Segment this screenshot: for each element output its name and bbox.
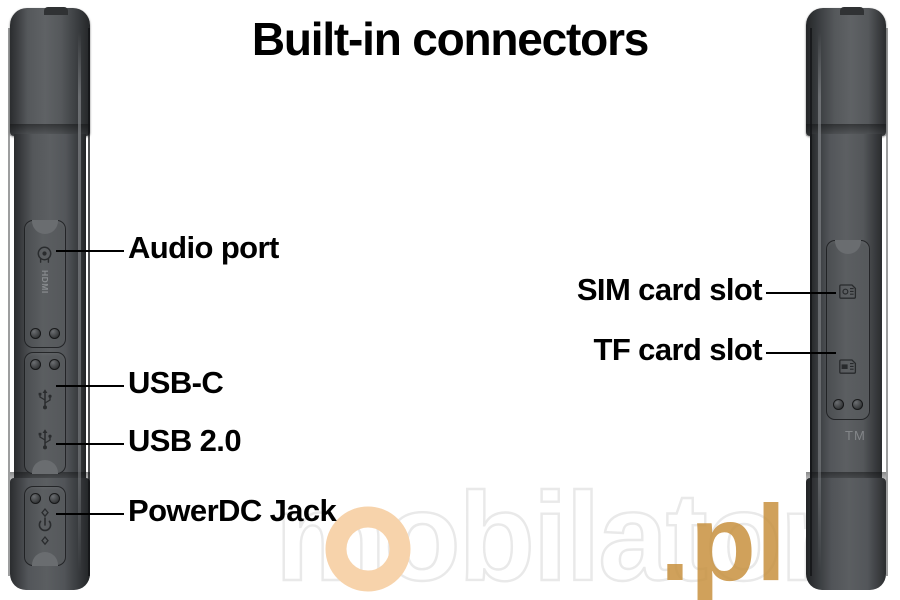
device-edge-shadow	[810, 28, 812, 576]
panel-screw	[30, 328, 41, 339]
tablet-left-side-view: HDMI	[4, 7, 100, 593]
panel-dimple-top	[32, 220, 58, 234]
tf-card-icon	[839, 359, 857, 374]
audio-jack-icon	[35, 246, 54, 265]
panel-screw	[49, 359, 60, 370]
port-panel-lower	[24, 486, 66, 566]
svg-text:mobilator: mobilator	[275, 485, 827, 600]
device-edge-shadow	[88, 28, 90, 576]
device-edge-shadow-left	[8, 28, 10, 576]
callout-usb-c: USB-C	[128, 365, 224, 400]
leader-line-sim-card-slot	[766, 292, 836, 294]
port-panel-upper: HDMI	[24, 220, 66, 348]
callout-power-dc-jack: PowerDC Jack	[128, 493, 337, 528]
usb-icon	[37, 388, 53, 410]
callout-tf-card-slot: TF card slot	[593, 332, 763, 367]
device-top-nub	[44, 7, 68, 15]
device-top-block	[10, 7, 90, 136]
leader-line-tf-card-slot	[766, 352, 836, 354]
page-title: Built-in connectors	[251, 13, 650, 65]
panel-screw	[833, 399, 844, 410]
card-slot-panel	[826, 240, 870, 420]
callout-audio-port: Audio port	[128, 230, 279, 265]
leader-line-audio-port	[56, 250, 124, 252]
device-seam-top	[806, 124, 886, 136]
tablet-right-side-view: TM	[800, 7, 896, 593]
hdmi-marking: HDMI	[40, 270, 50, 294]
device-edge-shadow-right	[886, 28, 888, 576]
usb-icon	[37, 428, 53, 450]
trademark-marking: TM	[845, 428, 866, 443]
panel-screw	[852, 399, 863, 410]
panel-dimple-bottom	[32, 460, 58, 474]
device-seam-top	[10, 124, 90, 136]
callout-usb-20: USB 2.0	[128, 423, 242, 458]
device-edge-highlight	[818, 32, 821, 572]
panel-screw	[49, 328, 60, 339]
panel-dimple-top	[835, 240, 861, 254]
power-jack-icon	[36, 508, 54, 546]
panel-screw	[49, 493, 60, 504]
callout-sim-card-slot: SIM card slot	[576, 272, 763, 307]
leader-line-power-dc-jack	[56, 513, 124, 515]
port-panel-middle	[24, 352, 66, 474]
svg-text:.pl: .pl	[660, 485, 786, 600]
panel-dimple-bottom	[32, 552, 58, 566]
leader-line-usb-20	[56, 443, 124, 445]
panel-screw	[30, 359, 41, 370]
device-edge-highlight	[78, 32, 81, 572]
sim-card-icon	[839, 284, 857, 299]
leader-line-usb-c	[56, 385, 124, 387]
panel-screw	[30, 493, 41, 504]
device-top-nub	[840, 7, 864, 15]
